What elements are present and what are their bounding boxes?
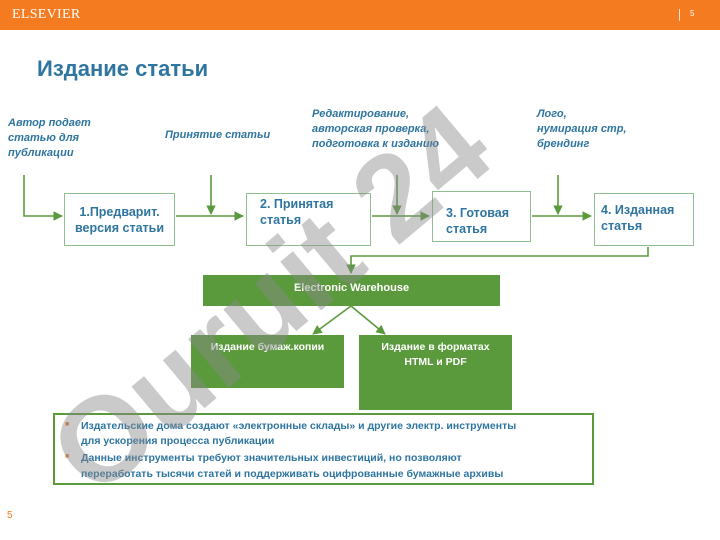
annotation-editing: Редактирование, авторская проверка, подг… xyxy=(312,108,440,150)
header-slide-index: 5 xyxy=(690,9,695,18)
digital-edition-box: Издание в форматах HTML и PDF xyxy=(359,335,512,410)
brand-logo: ELSEVIER xyxy=(12,7,81,22)
slide-title: Издание статьи xyxy=(37,56,209,81)
page-number: 5 xyxy=(7,510,13,521)
annotation-author-submit: Автор подает статью для публикации xyxy=(8,117,91,159)
warehouse-to-digital-arrow xyxy=(350,305,386,335)
to-warehouse-arrow xyxy=(346,247,649,274)
bullet-icon: ■ xyxy=(65,453,70,461)
note-item: ■ Данные инструменты требуют значительны… xyxy=(65,452,504,480)
stage-preliminary-version: 1.Предварит. версия статьи xyxy=(64,193,175,246)
stage-ready-article: 3. Готовая статья xyxy=(432,191,531,242)
note-item: ■ Издательские дома создают «электронные… xyxy=(65,420,517,448)
electronic-warehouse-box: Electronic Warehouse xyxy=(203,275,500,306)
bullet-icon: ■ xyxy=(65,421,70,428)
annotation-branding: Лого, нумирация стр, брендинг xyxy=(537,108,627,150)
header-divider xyxy=(679,9,680,21)
notes-box: ■ Издательские дома создают «электронные… xyxy=(53,413,594,485)
annotation-acceptance: Принятие статьи xyxy=(165,129,271,141)
stage-published-article: 4. Изданная статья xyxy=(594,193,694,246)
stage-accepted-article: 2. Принятая статья xyxy=(246,193,371,246)
header-bar: ELSEVIER 5 xyxy=(0,0,720,30)
annotation-arrow-1 xyxy=(23,175,63,221)
warehouse-to-print-arrow xyxy=(312,305,352,335)
print-edition-box: Издание бумаж.копии xyxy=(191,335,344,388)
